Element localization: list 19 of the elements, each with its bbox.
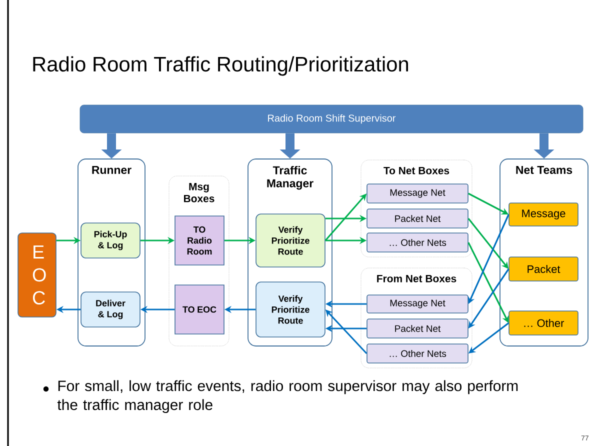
bullet-note: For small, low traffic events, radio room supervisor may also perform the traffic manager role [57,380,518,414]
message-box: TO EOC [174,284,224,334]
net-box: Packet Net [366,208,468,228]
process-box: Deliver & Log [80,292,140,328]
banner-bar: Radio Room Shift Supervisor [80,104,584,134]
net-box: … Other Nets [366,344,468,364]
process-box: Verify Prioritize Route [256,282,326,338]
process-box: Pick-Up & Log [80,222,140,258]
net-box: … Other Nets [366,232,468,252]
team-box: … Other [508,310,578,336]
eoc-box: E O C [18,232,56,318]
message-box: TO Radio Room [174,216,224,266]
net-box: Packet Net [366,318,468,338]
net-box: Message Net [366,294,468,314]
slide-title: Radio Room Traffic Routing/Prioritization [33,56,408,76]
net-box: Message Net [366,184,468,204]
process-box: Verify Prioritize Route [256,214,326,268]
team-box: Packet [508,256,578,282]
team-box: Message [508,202,578,226]
